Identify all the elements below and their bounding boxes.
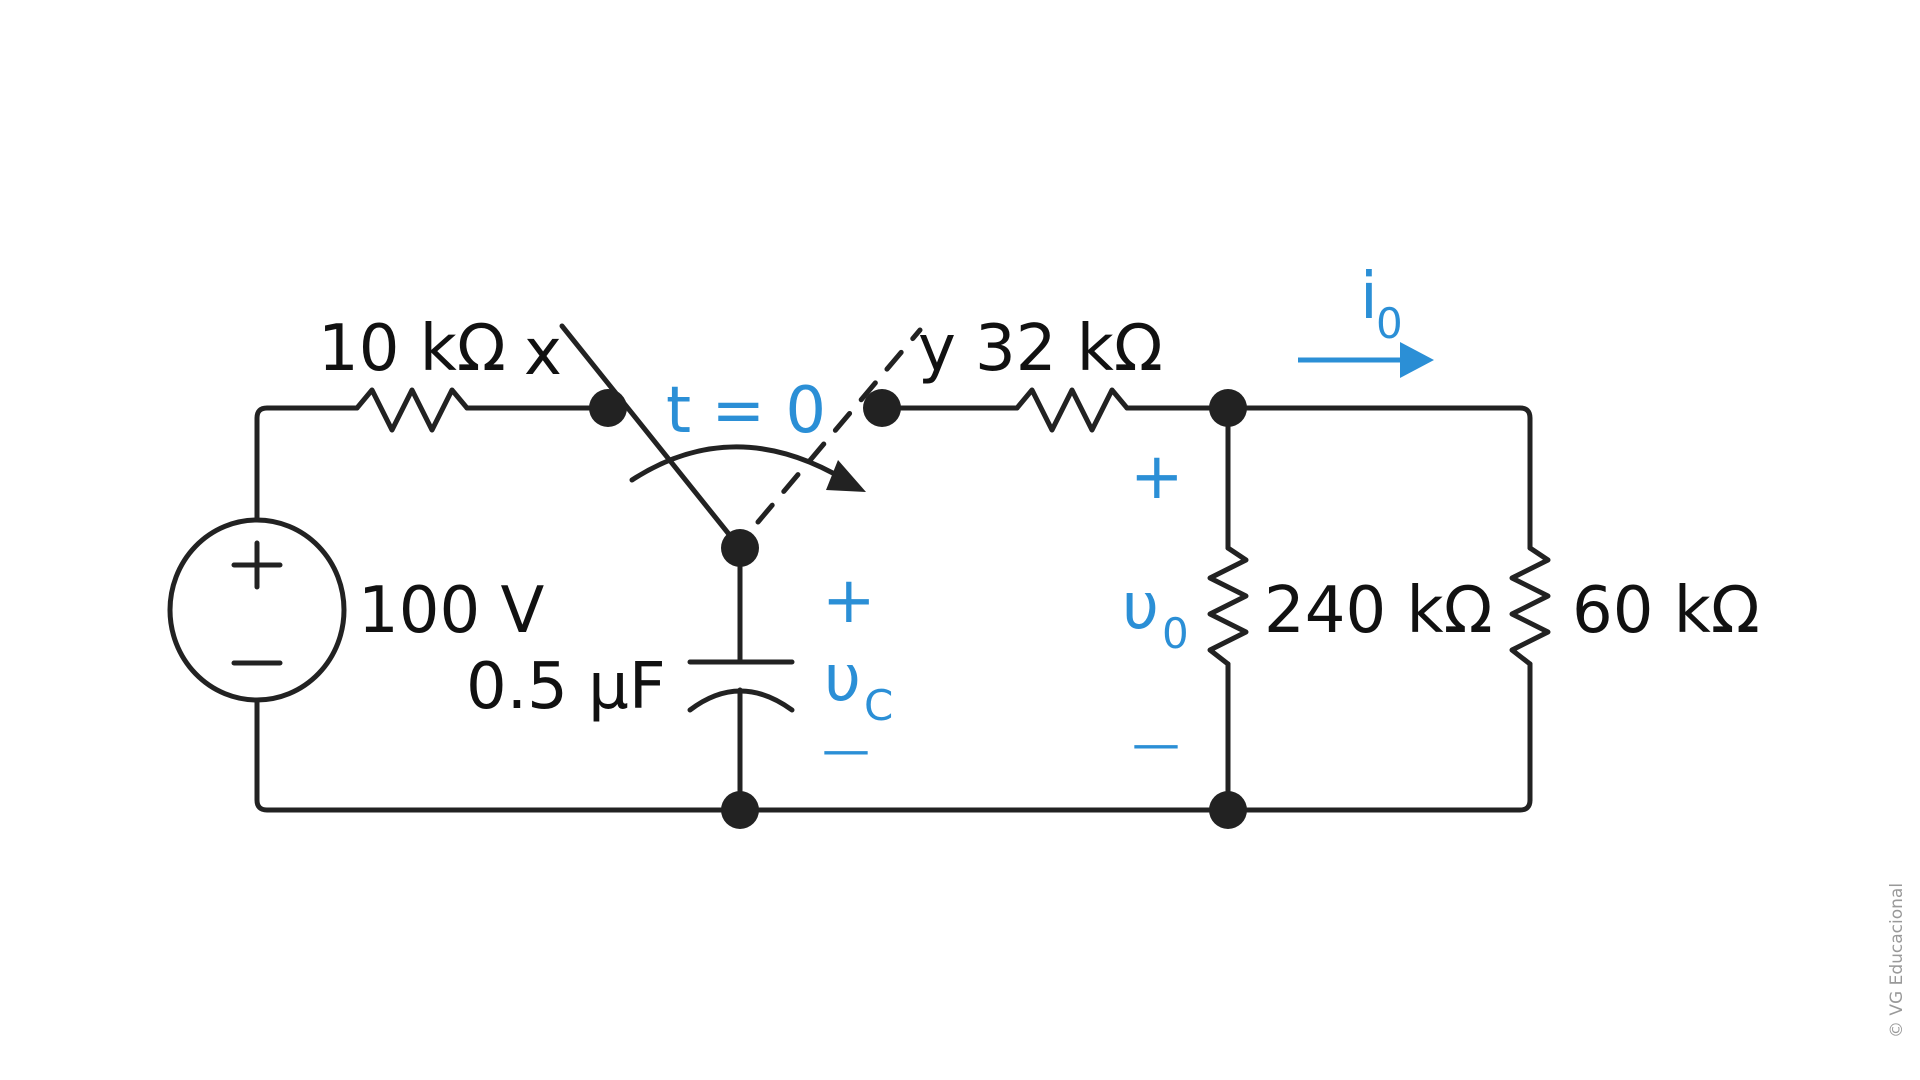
v0-symbol: υ [1122, 570, 1159, 644]
wire-top-left [254, 405, 360, 523]
label-switch-time: t = 0 [666, 374, 826, 448]
wire-r2-to-node [1124, 405, 1533, 551]
vc-minus-sign: — [822, 722, 870, 778]
node-top-right [1209, 389, 1247, 427]
label-source: 100 V [358, 574, 545, 648]
label-r3: 240 kΩ [1264, 574, 1492, 648]
node-switch-pivot [721, 529, 759, 567]
label-capacitor: 0.5 μF [466, 650, 666, 724]
node-bottom-center [721, 791, 759, 829]
wire-source-bottom [254, 697, 1533, 813]
v0-subscript: 0 [1162, 609, 1189, 658]
label-switch-y: y [918, 312, 956, 386]
label-switch-x: x [524, 316, 562, 390]
switch-blade [559, 323, 743, 551]
vc-symbol: υ [824, 642, 861, 716]
label-r4: 60 kΩ [1572, 574, 1760, 648]
vc-subscript: C [864, 681, 893, 730]
current-arrowhead [1400, 342, 1434, 378]
credit-text: © VG Educacional [1887, 883, 1907, 1038]
v0-plus-sign: + [1130, 440, 1184, 514]
node-bottom-right [1209, 791, 1247, 829]
switch-arrowhead [826, 460, 866, 492]
voltage-source [167, 517, 347, 703]
i0-subscript: 0 [1376, 299, 1403, 348]
label-r2: 32 kΩ [975, 312, 1163, 386]
node-x [589, 389, 627, 427]
switch-dashed-blade [755, 327, 923, 525]
vc-plus-sign: + [822, 564, 876, 638]
v0-minus-sign: — [1132, 716, 1180, 772]
node-y [863, 389, 901, 427]
resistor-60k [1509, 545, 1551, 667]
resistor-32k [1014, 387, 1130, 433]
label-r1: 10 kΩ [318, 312, 506, 386]
i0-symbol: i [1360, 260, 1378, 334]
source-plus-icon [231, 540, 283, 590]
resistor-240k [1207, 545, 1249, 667]
switch-arc-arrow [629, 444, 861, 491]
resistor-10k [354, 387, 470, 433]
